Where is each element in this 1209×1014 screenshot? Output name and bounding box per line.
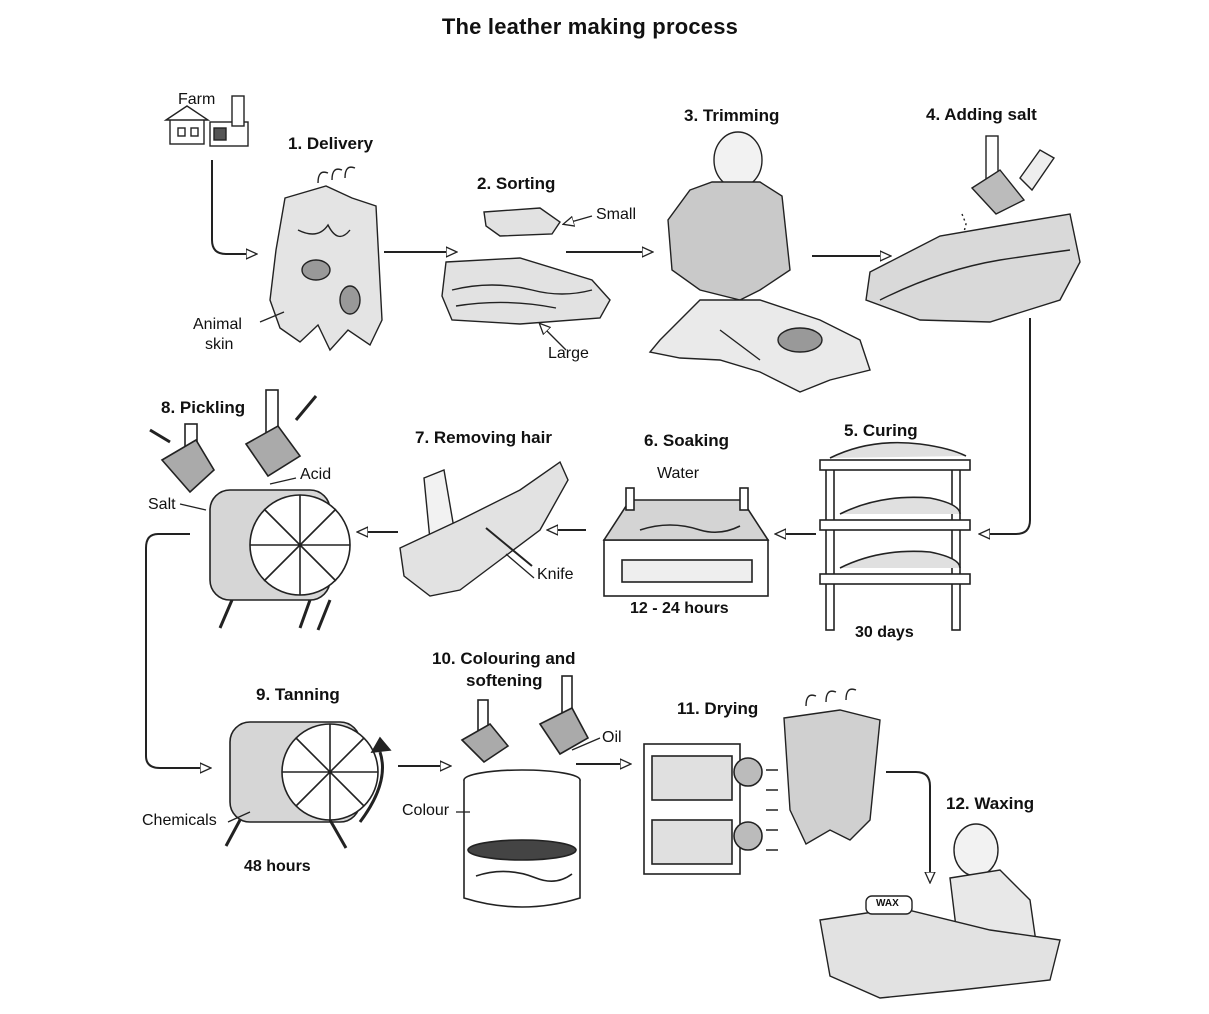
step-1-label: 1. Delivery [288, 134, 374, 153]
step-8-label: 8. Pickling [161, 398, 246, 417]
animal-skin-label-line2: skin [205, 336, 234, 353]
wax-tin-label: WAX [876, 898, 899, 909]
step-12-label: 12. Waxing [946, 794, 1035, 813]
colour-label: Colour [402, 802, 450, 819]
large-hide-label: Large [548, 345, 589, 362]
arrow-drying-to-waxing [886, 771, 930, 882]
curing-duration: 30 days [855, 624, 914, 641]
waxing-worker-icon [819, 823, 1061, 999]
arrow-pickling-to-tanning [145, 533, 210, 768]
step-9-label: 9. Tanning [256, 685, 340, 704]
colouring-vat-icon [460, 675, 590, 908]
drying-hides-icon [783, 688, 881, 845]
flow-arrows [145, 160, 1031, 882]
sorting-hides-icon [441, 207, 611, 325]
knife-label: Knife [537, 566, 574, 583]
delivery-hides-icon [269, 166, 383, 352]
farm-label: Farm [178, 91, 216, 108]
salted-hides-icon [865, 213, 1081, 323]
small-hide-label: Small [596, 206, 637, 223]
step-11-label: 11. Drying [677, 699, 759, 718]
salt-dispenser-icon [961, 135, 1056, 261]
soaking-duration: 12 - 24 hours [630, 600, 729, 617]
step-10-label-line2: softening [466, 671, 543, 690]
removing-hair-hands-icon [399, 460, 569, 597]
farm-icon [163, 95, 249, 147]
water-label: Water [657, 465, 700, 482]
step-2-label: 2. Sorting [477, 174, 556, 193]
arrow-salt-to-curing [980, 318, 1031, 534]
salt-label: Salt [148, 496, 176, 513]
step-7-label: 7. Removing hair [415, 428, 552, 447]
arrow-farm-to-delivery [211, 160, 256, 254]
trimming-worker-icon [648, 131, 871, 393]
curing-rack-icon [819, 441, 971, 631]
diagram-title: The leather making process [441, 14, 739, 39]
chemicals-label: Chemicals [142, 812, 217, 829]
acid-label: Acid [300, 466, 332, 483]
step-3-label: 3. Trimming [684, 106, 780, 125]
step-10-label-line1: 10. Colouring and [432, 649, 576, 668]
animal-skin-label-line1: Animal [193, 316, 242, 333]
pointer-lines [179, 215, 601, 823]
step-4-label: 4. Adding salt [926, 105, 1037, 124]
step-5-label: 5. Curing [844, 421, 918, 440]
soaking-tank-icon [602, 487, 770, 597]
drying-machine-icon [643, 743, 778, 875]
tanning-drum-icon [224, 721, 392, 849]
tanning-duration: 48 hours [244, 858, 311, 875]
pickling-drum-icon [149, 389, 351, 631]
oil-label: Oil [602, 729, 622, 746]
step-6-label: 6. Soaking [644, 431, 730, 450]
